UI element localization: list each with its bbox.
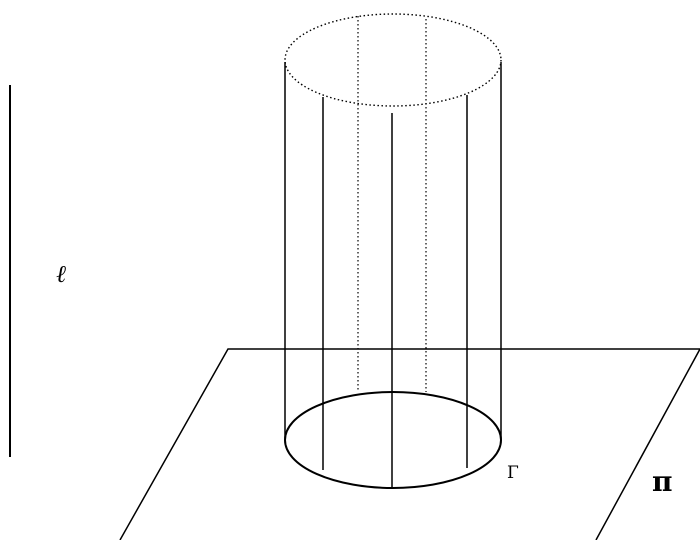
plane-pi-label: π [652,465,673,498]
curve-gamma [284,391,502,489]
line-ell-label: ℓ [56,260,66,288]
curve-gamma-label: Γ [507,463,519,483]
top-ellipse [284,13,502,107]
plane-pi [119,348,700,540]
